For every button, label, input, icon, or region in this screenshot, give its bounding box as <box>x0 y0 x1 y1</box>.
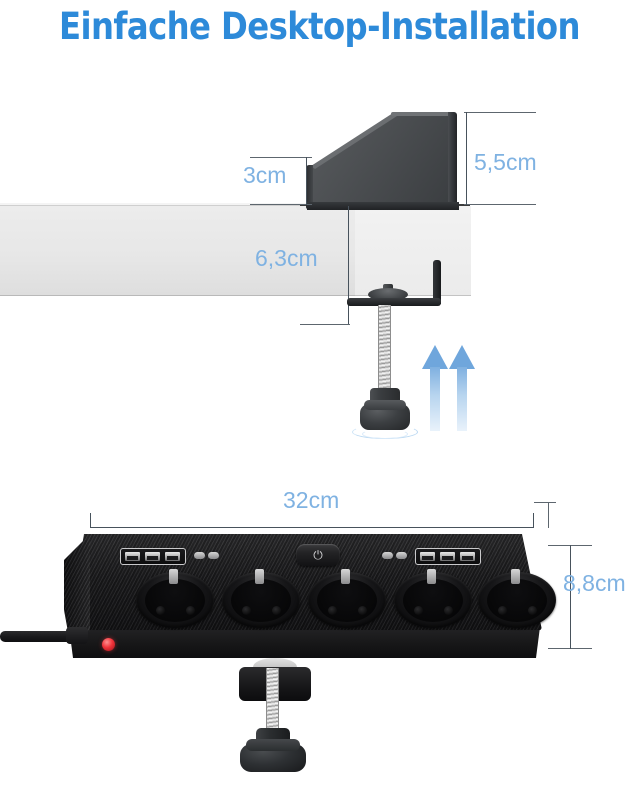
dim-32cm-tick-left <box>90 513 91 528</box>
usb-c-port-icon <box>382 552 393 559</box>
clamp-bracket <box>347 298 441 306</box>
usb-a-port-icon <box>460 552 475 561</box>
schuko-socket <box>136 569 214 628</box>
usb-a-port-icon <box>165 552 180 561</box>
socket-recess <box>231 579 291 622</box>
dim-55cm-label: 5,5cm <box>474 149 537 175</box>
usb-a-port-icon <box>420 552 435 561</box>
power-cable-boot <box>66 627 88 644</box>
usb-a-port-icon <box>125 552 140 561</box>
socket-pin <box>272 606 281 615</box>
page-title-bar: Einfache Desktop-Installation <box>0 0 640 52</box>
usb-a-port-icon <box>440 552 455 561</box>
up-arrow-icon-left <box>422 345 448 431</box>
socket-pin <box>414 606 423 615</box>
wedge-left-cap <box>306 165 313 209</box>
up-arrow-icon-right <box>449 345 475 431</box>
dim-3cm-label: 3cm <box>243 162 287 188</box>
dim-63cm-line <box>348 206 349 325</box>
power-strip-wedge-body <box>305 109 465 210</box>
socket-earth-clip <box>169 569 178 584</box>
dim-32cm-label: 32cm <box>283 487 340 513</box>
power-led-indicator <box>102 638 115 651</box>
clamp-pressure-pad <box>368 288 408 301</box>
desk-slab-under-strip <box>355 206 471 296</box>
dim-55cm-line <box>466 112 467 205</box>
dim-32cm-line <box>90 527 534 528</box>
dim-55cm-extension-top <box>464 112 536 113</box>
socket-recess <box>403 579 463 622</box>
power-cable <box>0 631 76 642</box>
socket-pin <box>186 606 195 615</box>
wedge-bottom-shadow <box>307 202 459 210</box>
dim-63cm-label: 6,3cm <box>255 245 318 271</box>
socket-pin <box>242 606 251 615</box>
dim-3cm-extension-bottom <box>250 204 312 205</box>
desk-mount-diagram: 3cm 5,5cm 6,3cm <box>0 52 640 472</box>
schuko-socket <box>222 569 300 628</box>
desk-top-edge <box>0 203 356 206</box>
power-button[interactable]: ⏻ <box>296 544 340 566</box>
usb-a-port-icon <box>145 552 160 561</box>
arrow-shaft <box>430 367 440 431</box>
arrow-head <box>449 345 475 369</box>
dim-63cm-extension-bottom <box>300 324 350 325</box>
motion-ripple-inner <box>362 429 408 439</box>
dim-88cm-line <box>570 545 571 649</box>
page-title: Einfache Desktop-Installation <box>59 4 581 48</box>
dim-55cm-extension-bottom <box>464 204 536 205</box>
desk-slab <box>0 205 356 296</box>
dim-32cm-tick-right <box>533 513 534 528</box>
dim-3cm-line <box>306 157 307 205</box>
socket-pin <box>444 606 453 615</box>
usb-c-port-icon <box>396 552 407 559</box>
usb-c-port-icon <box>208 552 219 559</box>
usb-c-port-icon <box>194 552 205 559</box>
socket-pin <box>498 606 507 615</box>
socket-earth-clip <box>255 569 264 584</box>
socket-recess <box>317 579 377 622</box>
dim-3cm-extension-top <box>250 157 312 158</box>
power-icon: ⏻ <box>313 548 323 562</box>
dim-88cm-corner-vertical <box>548 502 549 528</box>
power-strip-front-face <box>69 627 540 658</box>
arrow-shaft <box>457 367 467 431</box>
dim-88cm-corner-horizontal <box>534 502 556 503</box>
power-strip-diagram: 32cm 8,8cm ⏻ <box>0 472 640 796</box>
socket-pin <box>358 606 367 615</box>
socket-pin <box>156 606 165 615</box>
clamp-bracket-arm <box>433 260 441 304</box>
socket-recess <box>145 579 205 622</box>
power-strip: ⏻ <box>0 534 556 658</box>
usb-a-port-group-left <box>120 548 186 565</box>
threaded-rod <box>378 305 391 391</box>
wedge-right-cap <box>448 112 457 210</box>
socket-pin <box>328 606 337 615</box>
arrow-head <box>422 345 448 369</box>
socket-earth-clip <box>511 569 520 584</box>
socket-pin <box>528 606 537 615</box>
tightening-knob <box>240 739 306 772</box>
schuko-socket <box>394 569 472 628</box>
power-strip-left-cap <box>64 540 90 632</box>
dim-88cm-label: 8,8cm <box>563 570 626 596</box>
wedge-top-highlight <box>391 112 453 116</box>
schuko-socket <box>478 569 556 628</box>
socket-earth-clip <box>427 569 436 584</box>
usb-a-port-group-right <box>415 548 481 565</box>
schuko-socket <box>308 569 386 628</box>
socket-earth-clip <box>341 569 350 584</box>
socket-recess <box>487 579 547 622</box>
